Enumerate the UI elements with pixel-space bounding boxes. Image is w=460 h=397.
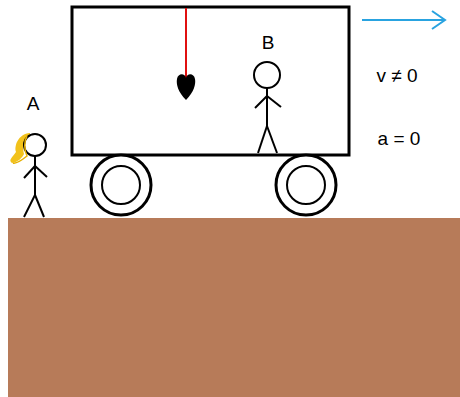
train-car [72, 7, 349, 155]
label: B [262, 33, 275, 54]
person-a [10, 133, 47, 217]
wheel [276, 155, 336, 215]
pendulum-bob [177, 74, 195, 100]
velocity-arrow [362, 11, 445, 29]
person-b [254, 62, 281, 153]
pendulum-string [185, 8, 187, 78]
label: a = 0 [378, 129, 421, 150]
label: A [27, 94, 40, 115]
ground [8, 218, 460, 397]
wheel [91, 155, 151, 215]
label: v ≠ 0 [376, 66, 417, 87]
